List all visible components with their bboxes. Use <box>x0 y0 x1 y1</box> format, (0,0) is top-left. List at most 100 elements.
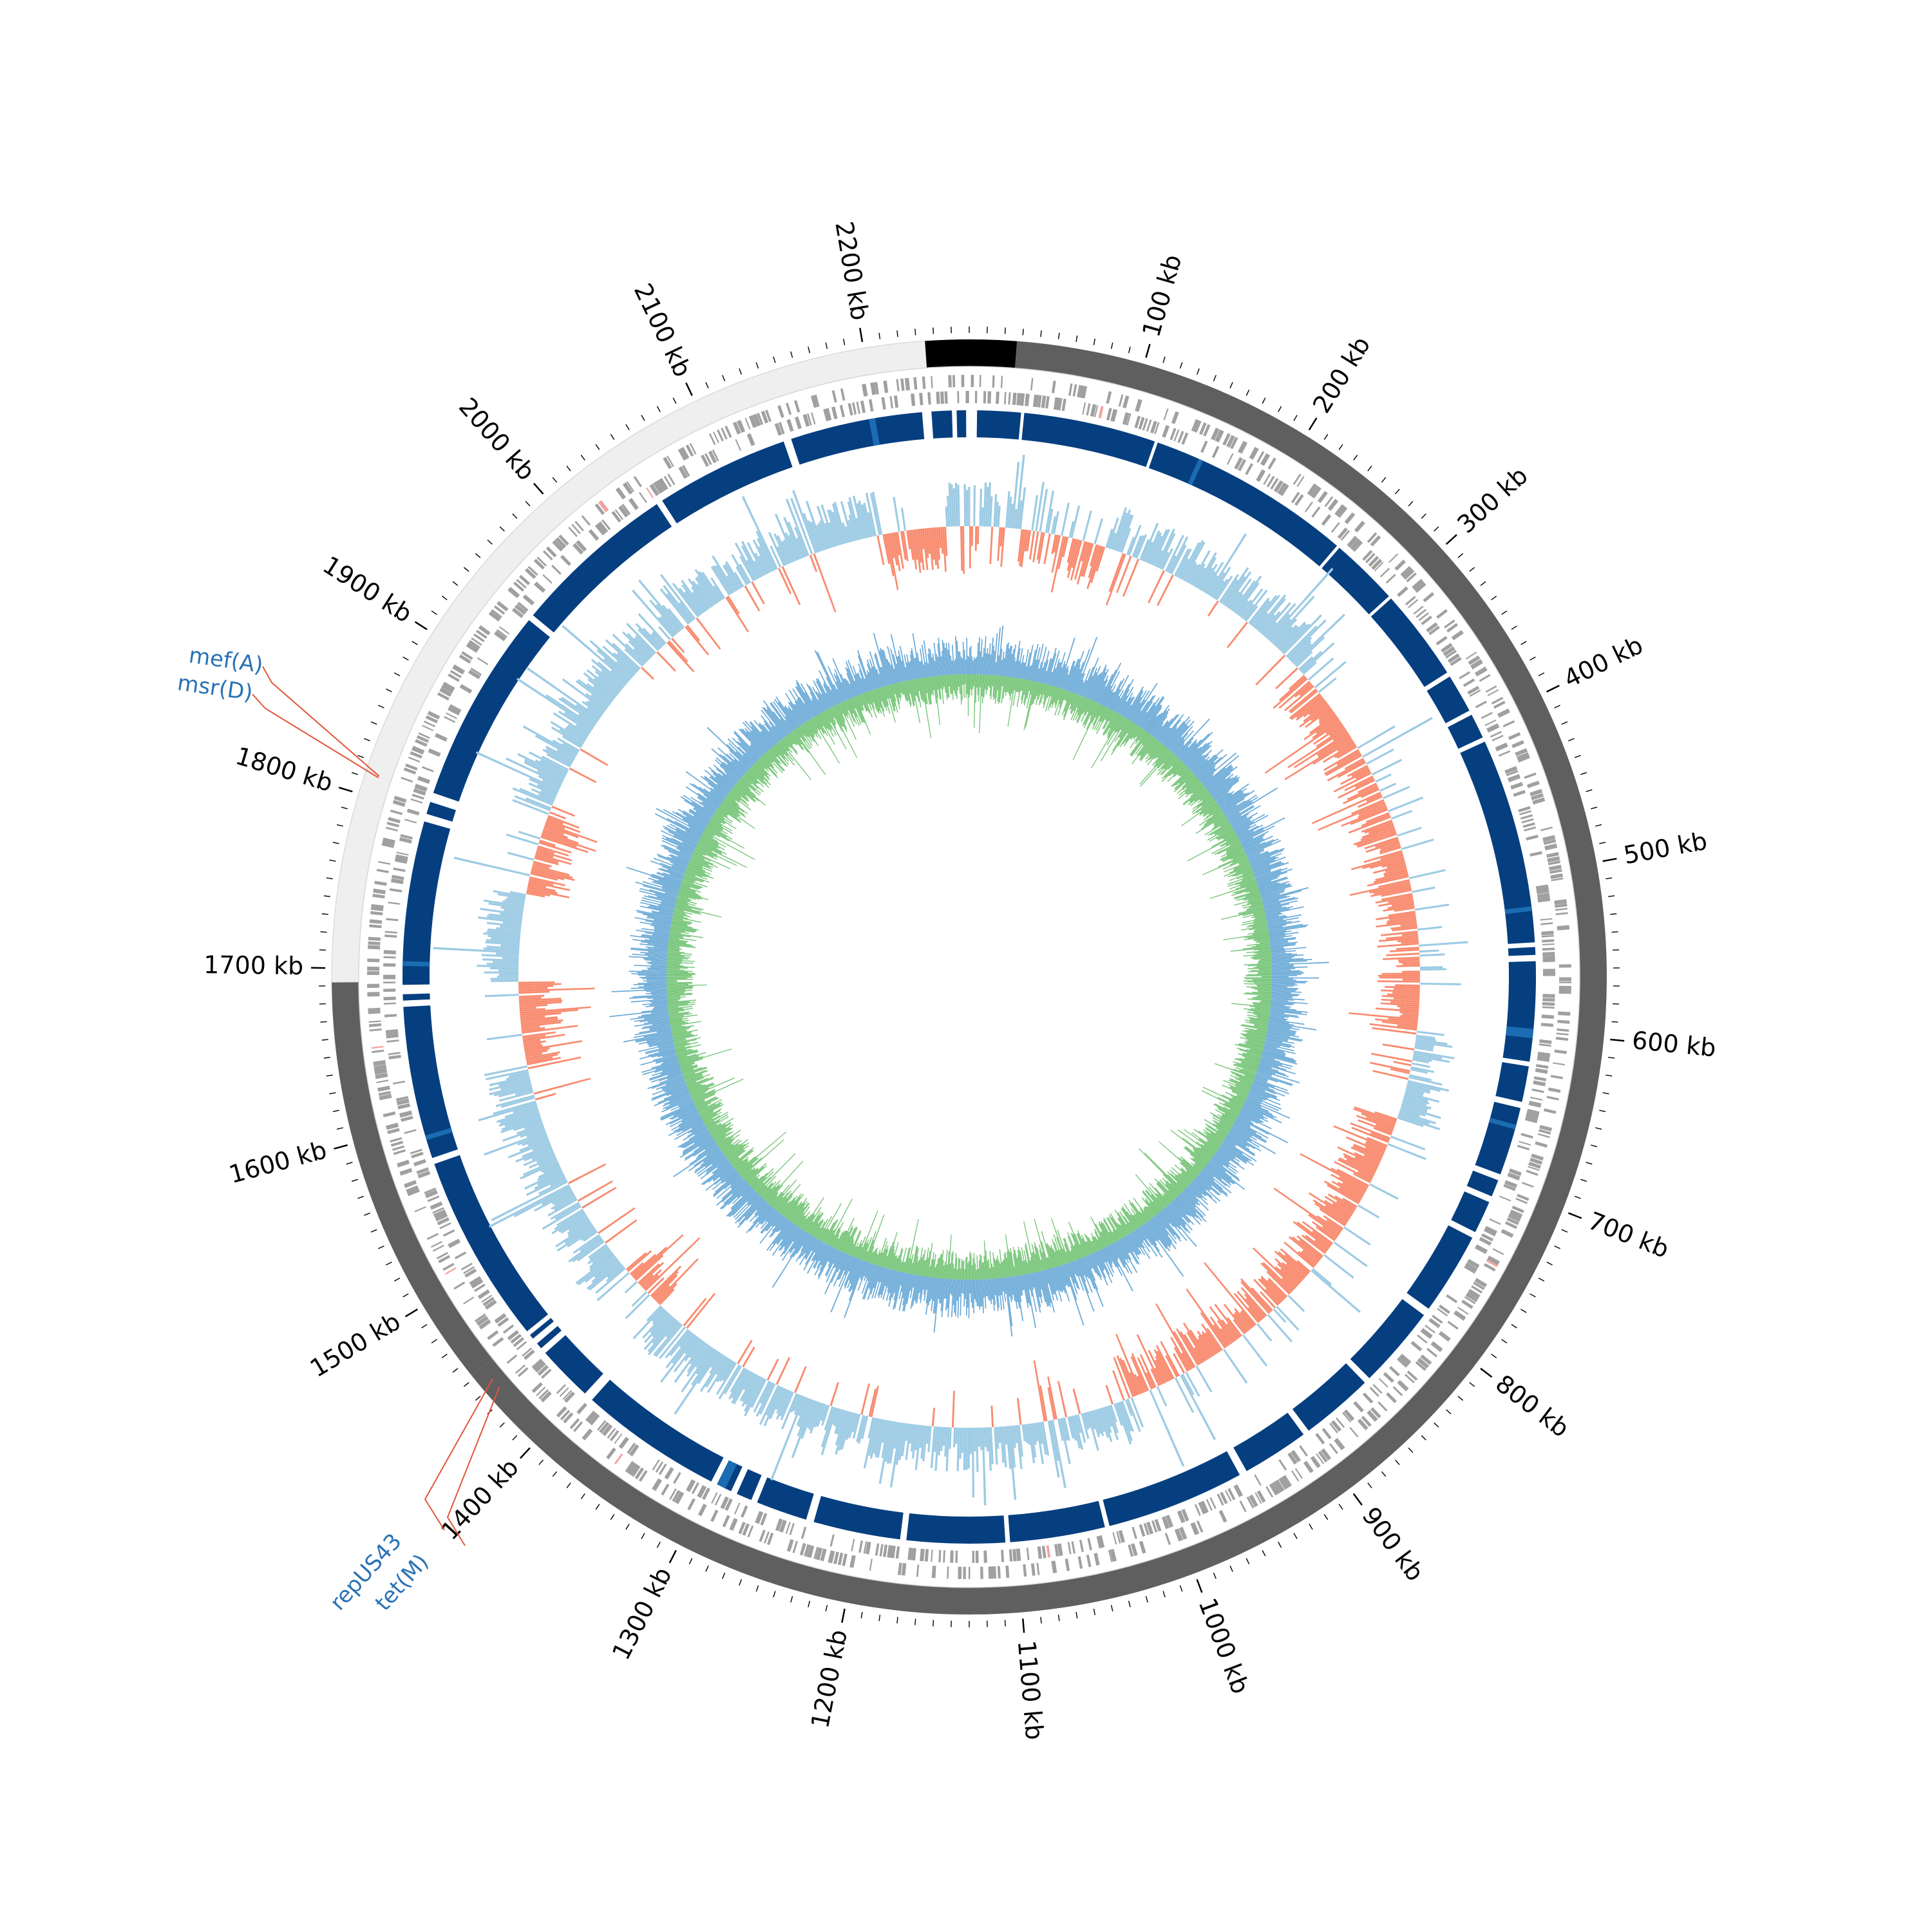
gc-content-bar <box>1308 1192 1350 1220</box>
gc-skew-bar-negative <box>1104 709 1112 720</box>
gc-content-bar <box>1343 786 1379 804</box>
gc-skew-bar-negative <box>1087 700 1094 712</box>
gc-skew-bar-positive <box>643 1031 672 1037</box>
gene-feature <box>1530 851 1542 857</box>
gc-skew-bar-negative <box>1052 1238 1061 1266</box>
gc-skew-bar-negative <box>1238 860 1249 866</box>
gc-content-bar <box>1354 1152 1380 1166</box>
gc-skew-bar-negative <box>1043 684 1048 699</box>
gc-content-bar <box>605 1265 625 1282</box>
gc-skew-bar-positive <box>1270 947 1285 951</box>
gc-skew-bar-positive <box>1256 868 1293 882</box>
gc-skew-bar-positive <box>645 976 667 977</box>
gc-skew-bar-negative <box>748 1176 757 1185</box>
gc-skew-bar-positive <box>1269 1012 1298 1017</box>
gc-skew-bar-positive <box>1063 660 1075 690</box>
gc-skew-bar-negative <box>989 1251 993 1279</box>
gc-skew-bar-negative <box>1166 1180 1180 1195</box>
gene-feature <box>1484 719 1497 726</box>
gc-skew-bar-positive <box>749 1202 768 1222</box>
gc-skew-bar-positive <box>1258 877 1289 888</box>
gc-content-bar <box>1381 893 1413 901</box>
gc-content-bar <box>1062 536 1069 558</box>
gc-skew-bar-negative <box>992 1267 995 1279</box>
gc-skew-bar-negative <box>1248 1010 1270 1014</box>
gc-skew-bar-negative <box>1154 1188 1170 1205</box>
gc-skew-bar-positive <box>671 1107 697 1120</box>
gene-feature <box>652 1478 663 1492</box>
gc-content-bar <box>659 1289 675 1305</box>
gc-skew-bar-negative <box>1034 682 1040 700</box>
gc-skew-bar-negative <box>690 1083 715 1095</box>
gc-content-bar <box>1391 900 1414 907</box>
gc-skew-bar-negative <box>858 1210 878 1259</box>
gc-content-bar <box>1180 1374 1217 1441</box>
gc-skew-bar-positive <box>1112 690 1124 711</box>
gc-skew-bar-negative <box>1050 1218 1068 1264</box>
gc-content-bar <box>1239 1312 1254 1329</box>
gc-skew-bar-negative <box>1152 748 1168 766</box>
gc-content-bar <box>1204 562 1224 593</box>
gene-feature <box>1535 1141 1548 1148</box>
gene-feature <box>1037 1546 1043 1559</box>
gc-skew-bar-positive <box>938 1278 942 1300</box>
gc-skew-bar-positive <box>1180 739 1202 761</box>
gc-content-bar <box>741 496 778 570</box>
gc-content-bar <box>695 1345 712 1368</box>
gc-skew-bar-positive <box>677 1119 703 1133</box>
gc-skew-bar-positive <box>1271 947 1307 951</box>
gc-skew-bar-negative <box>966 1256 968 1280</box>
gc-content-bar <box>1379 976 1420 979</box>
gc-skew-bar-positive <box>1144 1222 1184 1277</box>
alignment-block <box>906 1513 1006 1544</box>
gc-skew-bar-positive <box>1220 1145 1247 1164</box>
gene-feature <box>477 657 489 665</box>
gc-content-bar <box>1301 1234 1326 1255</box>
gc-skew-bar-negative <box>667 999 678 1002</box>
gc-skew-bar-positive <box>902 1273 909 1299</box>
gc-content-bar <box>1210 566 1231 598</box>
gc-content-bar <box>1274 626 1293 647</box>
gc-skew-bar-negative <box>797 1215 807 1227</box>
gc-skew-bar-positive <box>1016 1276 1022 1302</box>
gene-feature <box>663 457 672 469</box>
gc-skew-bar-positive <box>887 1269 893 1288</box>
alignment-block <box>545 1335 603 1394</box>
gc-content-bar <box>1378 936 1419 942</box>
gc-skew-bar-positive <box>1162 726 1178 744</box>
gc-skew-bar-positive <box>861 1263 873 1294</box>
gc-content-bar <box>683 1298 707 1327</box>
gene-feature <box>468 669 481 679</box>
gene-feature <box>1254 1474 1262 1486</box>
gc-skew-bar-positive <box>1262 895 1287 903</box>
gc-skew-bar-positive <box>756 1200 766 1211</box>
gc-skew-bar-positive <box>862 1264 875 1300</box>
gc-skew-bar-positive <box>640 1054 677 1066</box>
gc-skew-bar-positive <box>851 1260 864 1290</box>
gc-content-bar <box>1020 529 1027 567</box>
gene-feature <box>510 1334 522 1344</box>
gc-content-bar <box>1374 1111 1397 1121</box>
gc-skew-bar-positive <box>716 1176 743 1199</box>
gc-skew-bar-negative <box>1011 677 1015 694</box>
gene-feature <box>1554 1049 1567 1054</box>
gc-skew-bar-negative <box>1204 1144 1216 1154</box>
gc-skew-bar-positive <box>647 979 667 981</box>
gc-skew-bar-positive <box>1267 1028 1296 1035</box>
gc-skew-bar-negative <box>737 1132 787 1173</box>
gc-content-bar <box>926 527 931 554</box>
gene-feature <box>652 481 663 494</box>
gc-content-bar <box>1173 1331 1196 1368</box>
gc-skew-bar-positive <box>931 1277 935 1300</box>
gc-skew-bar-negative <box>1016 1258 1021 1276</box>
gc-content-bar <box>538 1157 557 1167</box>
gene-feature <box>649 484 659 497</box>
gene-feature <box>792 1540 798 1553</box>
gc-skew-bar-positive <box>965 1279 967 1300</box>
gc-skew-bar-positive <box>653 1006 668 1009</box>
gc-skew-bar-negative <box>1256 1015 1269 1018</box>
gc-skew-bar-negative <box>1243 980 1272 982</box>
gc-skew-bar-negative <box>1253 1011 1270 1015</box>
gc-skew-bar-negative <box>675 1046 685 1050</box>
gc-skew-bar-positive <box>772 1216 784 1232</box>
